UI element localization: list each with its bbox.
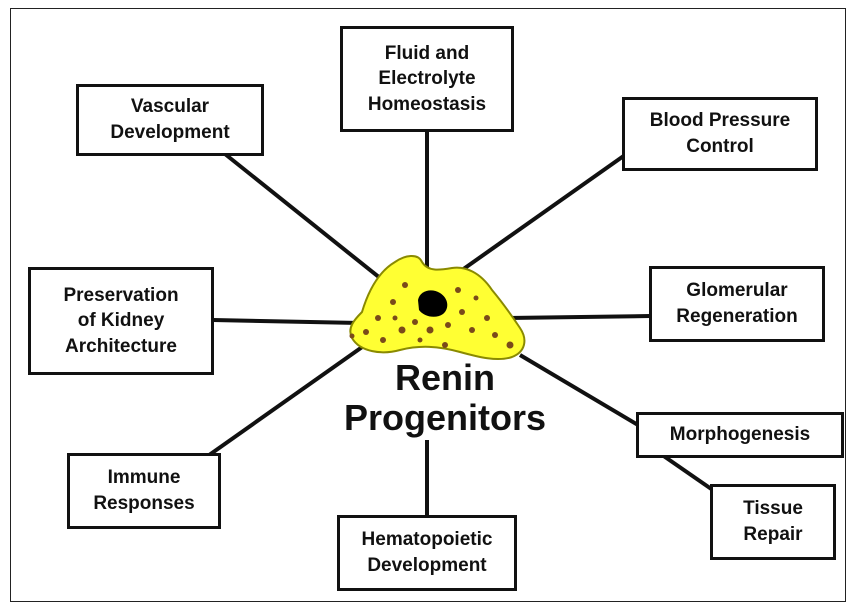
connector-vascular	[220, 150, 395, 290]
connector-preservation	[213, 320, 360, 323]
box-immune-responses: Immune Responses	[67, 453, 221, 529]
box-fluid-electrolyte-homeostasis: Fluid and Electrolyte Homeostasis	[340, 26, 514, 132]
connector-blood-pressure	[455, 155, 625, 275]
box-morphogenesis: Morphogenesis	[636, 412, 844, 458]
box-vascular-development: Vascular Development	[76, 84, 264, 156]
box-tissue-repair: Tissue Repair	[710, 484, 836, 560]
connector-glomerular	[505, 316, 650, 318]
box-hematopoietic-development: Hematopoietic Development	[337, 515, 517, 591]
box-preservation-kidney-architecture: Preservation of Kidney Architecture	[28, 267, 214, 375]
box-glomerular-regeneration: Glomerular Regeneration	[649, 266, 825, 342]
center-title: Renin Progenitors	[320, 358, 570, 439]
box-blood-pressure-control: Blood Pressure Control	[622, 97, 818, 171]
